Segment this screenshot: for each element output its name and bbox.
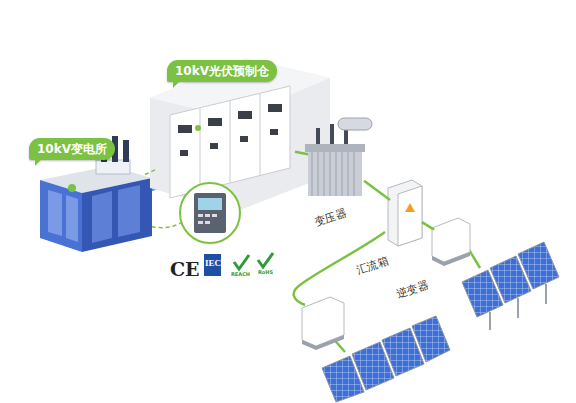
transformer [305, 118, 372, 196]
combiner-node: 汇流箱 [390, 180, 422, 244]
equipment-label: 变压器 [312, 205, 348, 229]
solar-array [322, 316, 450, 402]
iec-mark: IEC [205, 258, 221, 268]
substation-node: 10kV变电所 [35, 150, 145, 250]
inverter [302, 297, 344, 350]
power-line [422, 222, 434, 230]
reach-check [234, 255, 249, 269]
combiner-box [388, 180, 422, 246]
cabin-node: 10kV光伏预制仓 [155, 70, 295, 205]
reach-mark: REACH [231, 271, 250, 277]
rohs-mark: RoHS [258, 269, 273, 275]
prefab-cabin [150, 58, 330, 212]
power-line [295, 152, 308, 155]
callout-label: 10kV变电所 [29, 138, 115, 160]
ce-mark: CE [170, 258, 200, 280]
iec-logo [204, 254, 221, 276]
equipment-label: 汇流箱 [354, 253, 390, 277]
callout-label: 10kV光伏预制仓 [167, 60, 277, 82]
transformer-node: 变压器 [308, 122, 364, 198]
power-line [364, 181, 390, 200]
inverter-node: 逆变器 [434, 218, 470, 264]
solar-array [462, 242, 559, 330]
rohs-check [258, 253, 273, 267]
equipment-label: 逆变器 [394, 277, 430, 301]
power-line [145, 170, 155, 175]
inverter [432, 218, 470, 266]
protection-device [180, 183, 240, 243]
